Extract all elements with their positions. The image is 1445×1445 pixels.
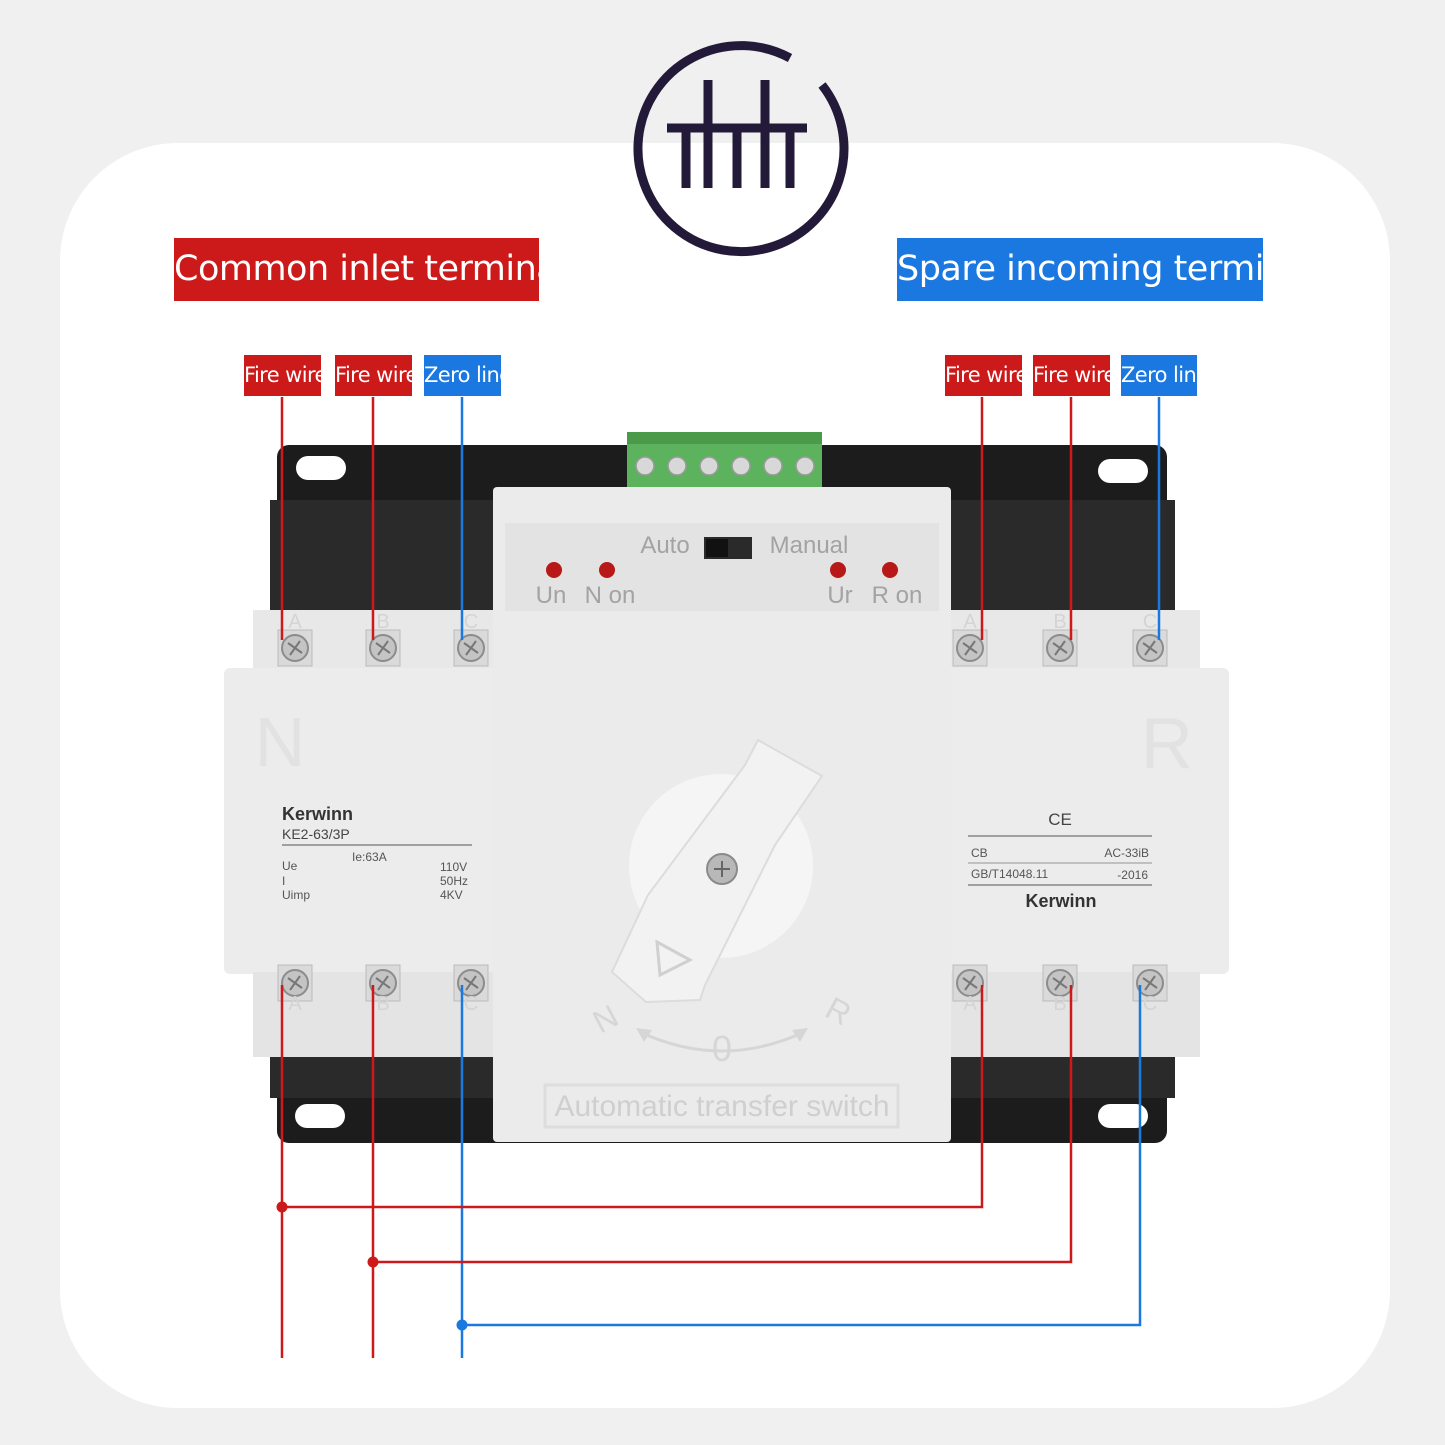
wire-junction bbox=[456, 1319, 468, 1331]
arrow-icon bbox=[655, 939, 694, 978]
spec-key: I bbox=[282, 874, 285, 888]
terminal-screw-icon bbox=[277, 964, 313, 1002]
class-left: CB bbox=[971, 846, 988, 860]
terminal-screw-icon bbox=[277, 629, 313, 667]
terminal-letter: C bbox=[464, 611, 478, 633]
rated-current: Ie:63A bbox=[352, 850, 387, 864]
indicator-label-non: N on bbox=[585, 582, 636, 609]
right-rating-label: CE CB AC-33iB GB/T14048.11 -2016 Kerwinn bbox=[968, 810, 1152, 911]
spare-incoming-header: Spare incoming terminal bbox=[897, 238, 1263, 301]
terminal-screw-icon bbox=[365, 964, 401, 1002]
right-zero-line-tag: Zero line bbox=[1121, 355, 1197, 396]
standard-left: GB/T14048.11 bbox=[971, 867, 1048, 881]
terminal-screw-icon bbox=[453, 964, 489, 1002]
terminal-screw-icon bbox=[1132, 629, 1168, 667]
terminal-screw-icon bbox=[699, 456, 719, 476]
wire-line bbox=[462, 985, 1142, 1327]
terminal-letter: B bbox=[1053, 993, 1066, 1015]
indicator-label-ron: R on bbox=[872, 582, 923, 609]
terminal-letter: C bbox=[1143, 993, 1157, 1015]
terminal-screw-icon bbox=[453, 629, 489, 667]
terminal-letter: A bbox=[288, 611, 302, 633]
mount-hole bbox=[1098, 1104, 1148, 1128]
right-fire-wire-tag-a: Fire wire bbox=[945, 355, 1022, 396]
terminal-screw-icon bbox=[795, 456, 815, 476]
terminal-screw-icon bbox=[365, 629, 401, 667]
dial-zero: 0 bbox=[712, 1028, 732, 1069]
left-brand-logo: Kerwinn bbox=[282, 804, 353, 824]
indicator-light bbox=[546, 562, 562, 578]
side-letter-r: R bbox=[1141, 704, 1193, 784]
spec-key: Uimp bbox=[282, 888, 310, 902]
terminal-screw-icon bbox=[1132, 964, 1168, 1002]
right-fire-wire-tag-b: Fire wire bbox=[1033, 355, 1110, 396]
wiring bbox=[276, 397, 1161, 1358]
standard-right: -2016 bbox=[1117, 868, 1148, 882]
indicator-light bbox=[882, 562, 898, 578]
wire-junction bbox=[276, 1201, 288, 1213]
mount-hole bbox=[296, 456, 346, 480]
indicator-label-ur: Ur bbox=[827, 582, 852, 609]
side-letter-n: N bbox=[255, 703, 306, 781]
terminal-screw-icon bbox=[667, 456, 687, 476]
left-zero-line-tag: Zero line bbox=[424, 355, 501, 396]
control-terminal-block bbox=[627, 432, 822, 488]
terminal-screw-icon bbox=[763, 456, 783, 476]
left-fire-wire-tag-a: Fire wire bbox=[244, 355, 321, 396]
terminal-letter: A bbox=[288, 993, 302, 1015]
auto-label: Auto bbox=[640, 532, 689, 559]
terminal-screw-icon bbox=[635, 456, 655, 476]
switch-caption: Automatic transfer switch bbox=[554, 1090, 889, 1123]
manual-label: Manual bbox=[770, 532, 849, 559]
terminal-letter: C bbox=[1143, 611, 1157, 633]
wire-line bbox=[282, 985, 984, 1209]
right-pole-body bbox=[945, 610, 1229, 1057]
ce-mark: CE bbox=[1048, 810, 1072, 829]
control-body: Auto Manual Un N on Ur R on N 0 R Automa… bbox=[493, 487, 951, 1142]
terminal-letter: A bbox=[963, 993, 977, 1015]
terminal-letter: C bbox=[464, 993, 478, 1015]
terminal-letter: B bbox=[376, 611, 389, 633]
auto-manual-switch[interactable] bbox=[704, 537, 752, 559]
wire-junction bbox=[367, 1256, 379, 1268]
indicator-light bbox=[599, 562, 615, 578]
terminal-letter: B bbox=[376, 993, 389, 1015]
right-brand-logo: Kerwinn bbox=[1025, 891, 1096, 911]
class-right: AC-33iB bbox=[1104, 846, 1149, 860]
model-number: KE2-63/3P bbox=[282, 826, 350, 842]
wire-line bbox=[373, 985, 1073, 1264]
spec-value: 110V bbox=[440, 860, 467, 874]
logo-icon bbox=[633, 41, 849, 257]
mount-hole bbox=[295, 1104, 345, 1128]
terminal-letter: B bbox=[1053, 611, 1066, 633]
terminal-letter: A bbox=[963, 611, 977, 633]
common-inlet-header: Common inlet terminals bbox=[174, 238, 539, 301]
mount-hole bbox=[1098, 459, 1148, 483]
left-rating-label: Kerwinn KE2-63/3P Ie:63A Ue I Uimp 110V … bbox=[282, 804, 472, 902]
indicator-light bbox=[830, 562, 846, 578]
terminal-screw-icon bbox=[731, 456, 751, 476]
spec-value: 4KV bbox=[440, 888, 463, 902]
spec-value: 50Hz bbox=[440, 874, 468, 888]
left-fire-wire-tag-b: Fire wire bbox=[335, 355, 412, 396]
indicator-label-un: Un bbox=[536, 582, 567, 609]
spec-key: Ue bbox=[282, 859, 298, 873]
